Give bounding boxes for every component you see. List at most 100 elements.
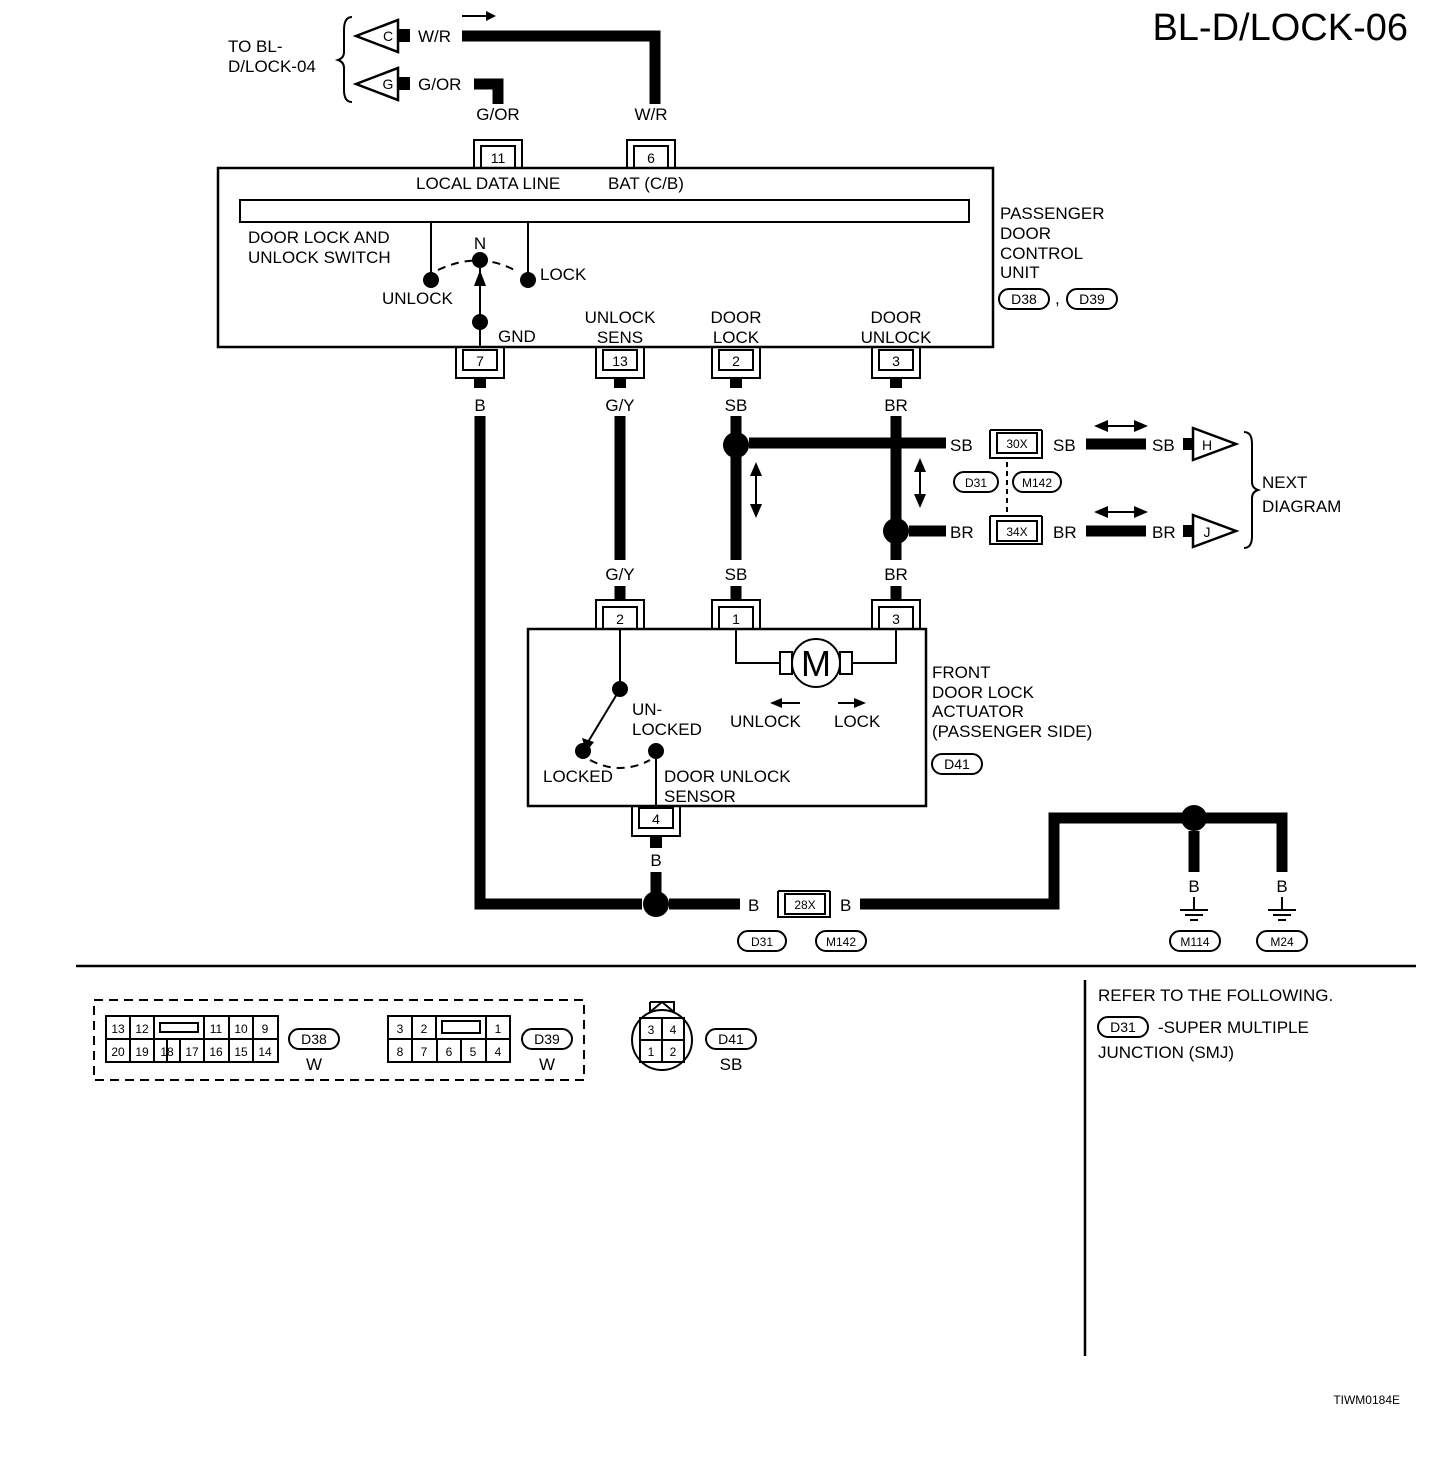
wire-label-sb-bottom: SB [725, 565, 748, 584]
actuator-unlock-label: UNLOCK [730, 712, 802, 731]
local-data-line-label: LOCAL DATA LINE [416, 174, 560, 193]
connector-g: G [352, 66, 400, 102]
ground-m24-code: M24 [1270, 935, 1294, 949]
wire-label-br-j: BR [1152, 523, 1176, 542]
refer-note: REFER TO THE FOLLOWING. D31 -SUPER MULTI… [1097, 986, 1333, 1062]
wire-label-b-28x-right: B [840, 896, 851, 915]
motor-icon: M [735, 629, 897, 688]
d39-pin-8: 8 [397, 1045, 404, 1059]
pin-6-label: 6 [647, 150, 655, 166]
connector-g-label: G [383, 76, 394, 92]
actuator-pin-2-label: 2 [616, 611, 624, 627]
junction-d31-tag-bottom: D31 [737, 930, 787, 952]
junction-m142-tag: M142 [1012, 471, 1062, 493]
ground-tag-m114: M114 [1169, 930, 1221, 952]
unlocked-label-2: LOCKED [632, 720, 702, 739]
wire-label-g-y-bottom: G/Y [605, 565, 634, 584]
d41-view-color: SB [720, 1055, 743, 1074]
connector-c: C [352, 18, 400, 54]
footer-code: TIWM0184E [1333, 1393, 1400, 1407]
wire-label-br-top: BR [884, 396, 908, 415]
connector-h: H [1183, 426, 1240, 462]
d41-pin-1: 1 [648, 1045, 655, 1059]
actuator-pin-1-label: 1 [732, 611, 740, 627]
d38-pin-15: 15 [234, 1045, 248, 1059]
wire-label-sb-h: SB [1152, 436, 1175, 455]
connector-view-d41: 3 4 1 2 D41 SB [631, 1000, 757, 1074]
wire-label-b-28x-left: B [748, 896, 759, 915]
actuator-pin-3: 3 [871, 599, 921, 630]
connector-h-label: H [1202, 437, 1212, 453]
d39-pin-3: 3 [397, 1022, 404, 1036]
pin-2-door-lock: 2 [711, 347, 761, 379]
connector-c-label: C [383, 28, 393, 44]
switch-n-label: N [474, 234, 486, 253]
actuator-name-3: ACTUATOR [932, 702, 1024, 721]
connector-view-d38: 13 12 11 10 9 20 19 18 17 16 15 14 D38 W [105, 1015, 340, 1074]
wire-label-br-34x-left: BR [950, 523, 974, 542]
refer-desc-1: -SUPER MULTIPLE [1158, 1018, 1309, 1037]
pin-3-door-unlock: 3 [871, 347, 921, 379]
passenger-door-control-unit: 11 6 LOCAL DATA LINE BAT (C/B) DOOR LOCK… [216, 139, 995, 379]
d38-code: D38 [1011, 291, 1037, 307]
d39-pin-4: 4 [495, 1045, 502, 1059]
pin-7-gnd: 7 [455, 347, 505, 379]
connector-view-d39: 3 2 1 8 7 6 5 4 D39 W [387, 1015, 573, 1074]
door-lock-unlock-switch [423, 222, 536, 347]
junction-28x-code: 28X [794, 898, 815, 912]
d39-view-code: D39 [534, 1031, 560, 1047]
d38-pin-12: 12 [135, 1022, 149, 1036]
lock-direction-arrow [838, 698, 866, 708]
d38-pin-19: 19 [135, 1045, 149, 1059]
wire-label-br-34x-right: BR [1053, 523, 1077, 542]
switch-label-2: UNLOCK SWITCH [248, 248, 391, 267]
pin-3-label: 3 [892, 353, 900, 369]
wire-label-br-bottom: BR [884, 565, 908, 584]
junction-d31-code: D31 [965, 476, 987, 490]
unlock-sens-label-1: UNLOCK [585, 308, 657, 327]
d39-pin-5: 5 [470, 1045, 477, 1059]
control-unit-name-4: UNIT [1000, 263, 1040, 282]
junction-30x-code: 30X [1006, 437, 1027, 451]
bat-label: BAT (C/B) [608, 174, 684, 193]
junction-m142-bottom-code: M142 [826, 935, 856, 949]
ground-m114-code: M114 [1180, 935, 1209, 949]
switch-label-1: DOOR LOCK AND [248, 228, 390, 247]
switch-lock-label: LOCK [540, 265, 587, 284]
d38-view-color: W [306, 1055, 322, 1074]
connector-comma: , [1055, 289, 1060, 308]
d38-view-code: D38 [301, 1031, 327, 1047]
door-lock-label-2: LOCK [713, 328, 760, 347]
d38-pin-9: 9 [262, 1022, 269, 1036]
switch-unlock-label: UNLOCK [382, 289, 454, 308]
door-unlock-label-1: DOOR [871, 308, 922, 327]
wire-label-b-pin7: B [474, 396, 485, 415]
actuator-name-4: (PASSENGER SIDE) [932, 722, 1092, 741]
control-unit-connector-d38: D38 [998, 288, 1050, 310]
d39-pin-2: 2 [421, 1022, 428, 1036]
d39-pin-6: 6 [446, 1045, 453, 1059]
wire-label-sb-top: SB [725, 396, 748, 415]
locked-label: LOCKED [543, 767, 613, 786]
diagram-title: BL-D/LOCK-06 [1152, 7, 1408, 49]
to-prev-line2: D/LOCK-04 [228, 57, 316, 76]
ground-tag-m24: M24 [1256, 930, 1308, 952]
junction-d31-tag: D31 [953, 471, 999, 493]
br-shift-arrow [914, 458, 926, 508]
d41-view-code: D41 [718, 1031, 744, 1047]
refer-code: D31 [1110, 1019, 1136, 1035]
door-unlock-label-2: UNLOCK [861, 328, 933, 347]
wire-label-b-pin4: B [650, 851, 661, 870]
d38-pin-20: 20 [111, 1045, 125, 1059]
gnd-label: GND [498, 327, 536, 346]
junction-34x-code: 34X [1006, 525, 1027, 539]
wire-label-sb-30x-right: SB [1053, 436, 1076, 455]
door-unlock-sensor-switch [575, 629, 664, 806]
control-unit-name-3: CONTROL [1000, 244, 1083, 263]
actuator-pin-2: 2 [595, 599, 645, 630]
d39-pin-7: 7 [421, 1045, 428, 1059]
pin-6-bat: 6 [626, 139, 676, 169]
next-diagram-bracket [1243, 431, 1262, 549]
pin-11-local-data: 11 [473, 139, 523, 169]
